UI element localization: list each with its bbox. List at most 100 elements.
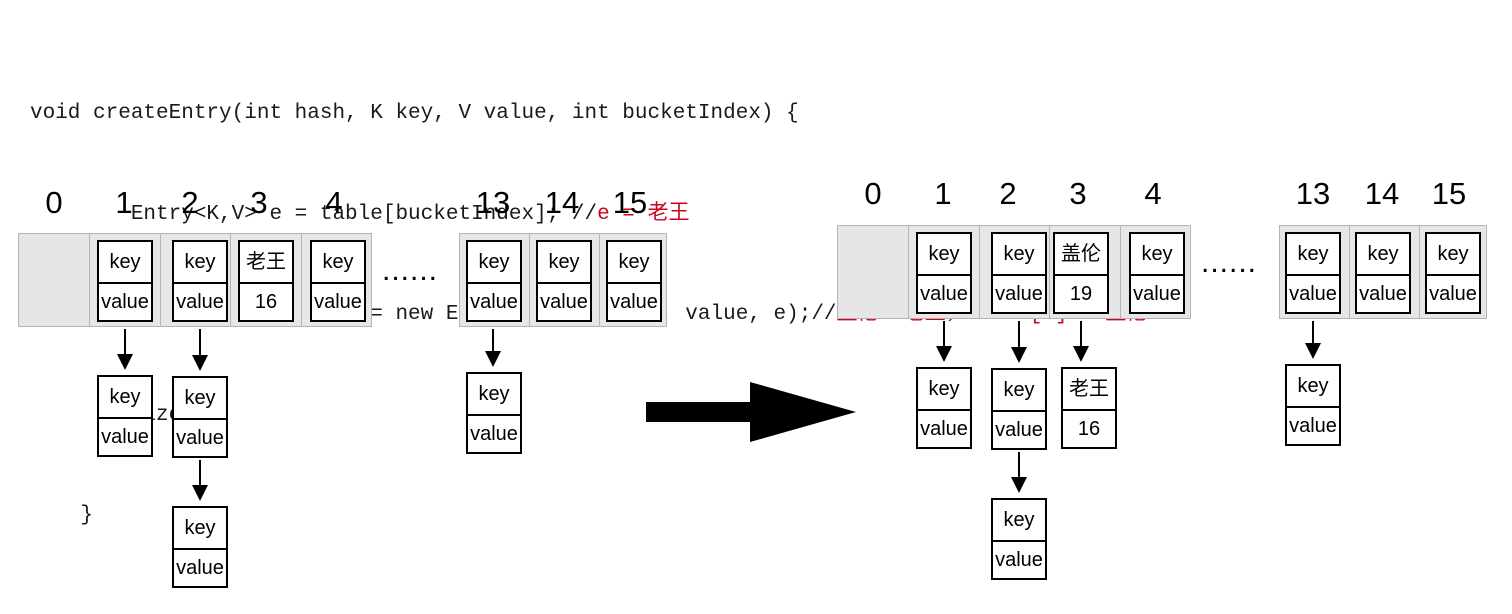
node-key: key	[993, 370, 1045, 412]
cell-divider	[1049, 226, 1050, 318]
chain-node: key value	[916, 367, 972, 449]
node-value: value	[470, 291, 518, 313]
node-value: value	[540, 291, 588, 313]
node-value: value	[995, 419, 1043, 441]
node-value: value	[920, 418, 968, 440]
node-key: key	[608, 242, 660, 284]
ellipsis: ......	[382, 254, 439, 287]
cell-divider	[230, 234, 231, 326]
node-key: key	[1287, 366, 1339, 408]
node-value: value	[176, 427, 224, 449]
index-label: 3	[250, 185, 268, 220]
node-key: key	[468, 374, 520, 416]
chain-node: key value	[97, 375, 153, 457]
cell-divider	[1120, 226, 1121, 318]
node-key: key	[99, 377, 151, 419]
cell-divider	[1349, 226, 1350, 318]
node-value: value	[1289, 283, 1337, 305]
index-label: 15	[612, 185, 648, 220]
transition-arrow	[646, 382, 856, 442]
code-line-5: }	[30, 504, 94, 527]
code-line-2: Entry<K,V> e = table[bucketIndex]; //e =…	[30, 198, 1147, 232]
index-label: 13	[1295, 176, 1331, 211]
index-label: 14	[544, 185, 580, 220]
node-value: value	[995, 283, 1043, 305]
cell-divider	[979, 226, 980, 318]
index-label: 1	[115, 185, 133, 220]
entry-node: key value	[466, 240, 522, 322]
node-key: key	[993, 500, 1045, 542]
node-key: 老王	[240, 242, 292, 284]
node-value: value	[995, 549, 1043, 571]
node-key: key	[918, 234, 970, 276]
cell-divider	[1419, 226, 1420, 318]
cell-divider	[908, 226, 909, 318]
node-value: value	[1289, 415, 1337, 437]
node-value: 16	[254, 291, 278, 313]
node-value: value	[610, 291, 658, 313]
node-key: key	[174, 378, 226, 420]
node-key: key	[1427, 234, 1479, 276]
cell-divider	[160, 234, 161, 326]
node-value: value	[1133, 283, 1181, 305]
chain-node: key value	[1285, 364, 1341, 446]
index-label: 1	[934, 176, 952, 211]
index-label: 3	[1069, 176, 1087, 211]
node-key: key	[174, 508, 226, 550]
entry-node-laowang: 老王 16	[238, 240, 294, 322]
node-value: value	[1359, 283, 1407, 305]
node-key: key	[1357, 234, 1409, 276]
chain-node: key value	[991, 368, 1047, 450]
index-label: 0	[45, 185, 63, 220]
index-label: 2	[999, 176, 1017, 211]
chain-node: key value	[172, 506, 228, 588]
entry-node: key value	[1425, 232, 1481, 314]
node-value: value	[1429, 283, 1477, 305]
node-value: value	[101, 291, 149, 313]
index-label: 2	[181, 185, 199, 220]
node-value: value	[101, 426, 149, 448]
index-label: 4	[325, 185, 343, 220]
entry-node: key value	[310, 240, 366, 322]
node-key: key	[993, 234, 1045, 276]
node-key: 老王	[1063, 369, 1115, 411]
entry-node: key value	[1355, 232, 1411, 314]
ellipsis: ......	[1201, 246, 1258, 279]
node-key: key	[538, 242, 590, 284]
index-label: 13	[475, 185, 511, 220]
chain-node-laowang: 老王 16	[1061, 367, 1117, 449]
code-comment: e = 老王	[597, 202, 690, 226]
node-value: 19	[1069, 283, 1093, 305]
node-key: key	[1287, 234, 1339, 276]
node-key: key	[99, 242, 151, 284]
node-key: key	[918, 369, 970, 411]
entry-node: key value	[1285, 232, 1341, 314]
code-text: Entry<K,V> e = table[bucketIndex]; //	[30, 202, 598, 226]
chain-node: key value	[991, 498, 1047, 580]
cell-divider	[89, 234, 90, 326]
cell-divider	[301, 234, 302, 326]
entry-node: key value	[606, 240, 662, 322]
node-key: key	[1131, 234, 1183, 276]
index-label: 15	[1431, 176, 1467, 211]
cell-divider	[599, 234, 600, 326]
node-value: value	[314, 291, 362, 313]
node-value: value	[176, 557, 224, 579]
node-key: key	[312, 242, 364, 284]
index-label: 4	[1144, 176, 1162, 211]
index-label: 14	[1364, 176, 1400, 211]
node-value: 16	[1077, 418, 1101, 440]
entry-node: key value	[536, 240, 592, 322]
node-key: key	[174, 242, 226, 284]
index-label: 0	[864, 176, 882, 211]
entry-node: key value	[172, 240, 228, 322]
chain-node: key value	[172, 376, 228, 458]
entry-node: key value	[991, 232, 1047, 314]
node-value: value	[176, 291, 224, 313]
entry-node: key value	[1129, 232, 1185, 314]
node-key: key	[468, 242, 520, 284]
